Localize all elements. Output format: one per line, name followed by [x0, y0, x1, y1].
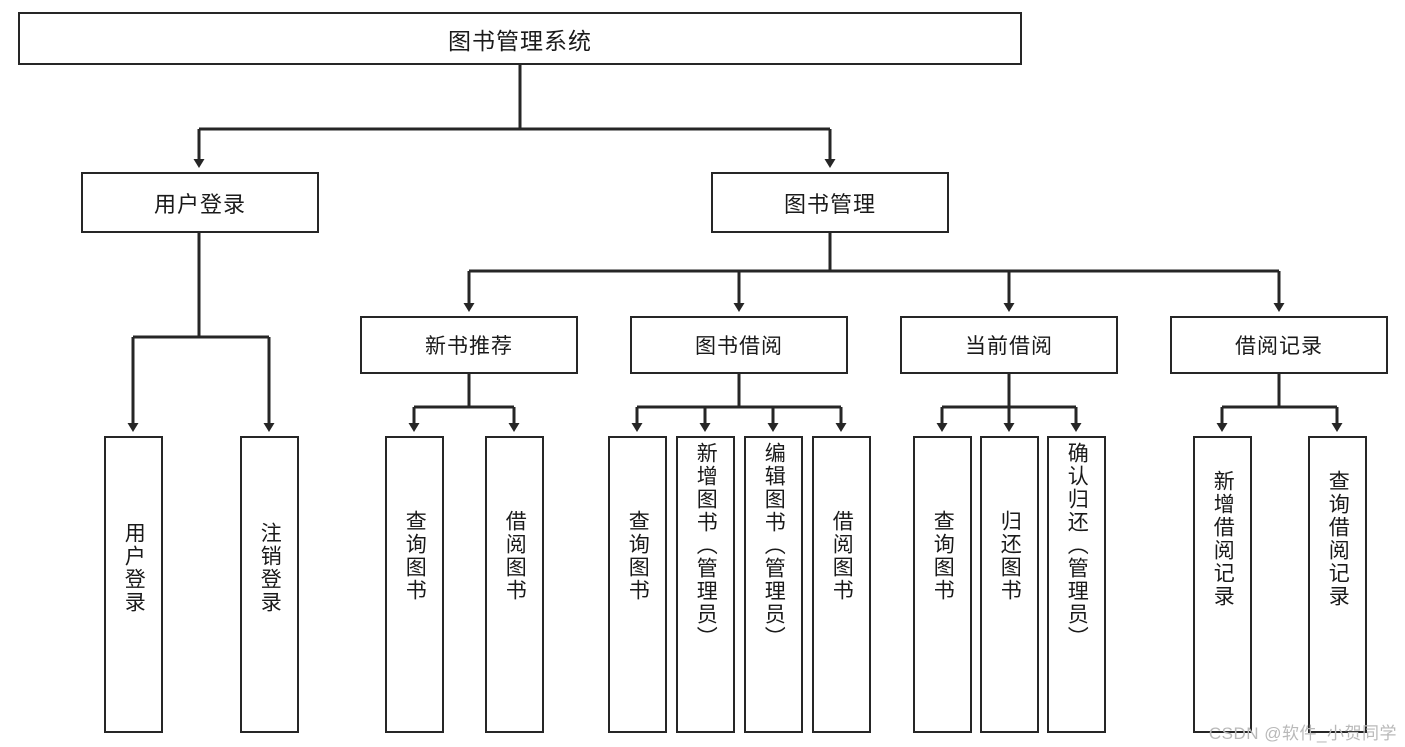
leaf-query-book-recommend[interactable]: 查询图书 — [385, 436, 444, 733]
leaf-logout[interactable]: 注销登录 — [240, 436, 299, 733]
leaf-return-book[interactable]: 归还图书 — [980, 436, 1039, 733]
leaf-logout-label: 注销登录 — [258, 522, 282, 614]
leaf-edit-book-admin[interactable]: 编辑图书（管理员） — [744, 436, 803, 733]
leaf-user-login[interactable]: 用户登录 — [104, 436, 163, 733]
node-new-book-recommend-label: 新书推荐 — [425, 335, 513, 358]
leaf-user-login-label: 用户登录 — [122, 522, 146, 614]
leaf-borrow-book[interactable]: 借阅图书 — [812, 436, 871, 733]
leaf-borrow-book-label: 借阅图书 — [830, 510, 854, 602]
leaf-add-book-admin-label: 新增图书（管理员） — [694, 442, 718, 649]
leaf-edit-book-admin-label: 编辑图书（管理员） — [762, 442, 786, 649]
leaf-borrow-book-recommend[interactable]: 借阅图书 — [485, 436, 544, 733]
leaf-add-book-admin[interactable]: 新增图书（管理员） — [676, 436, 735, 733]
leaf-borrow-book-recommend-label: 借阅图书 — [503, 510, 527, 602]
node-root-system[interactable]: 图书管理系统 — [18, 12, 1022, 65]
leaf-query-borrow-record[interactable]: 查询借阅记录 — [1308, 436, 1367, 733]
leaf-return-book-label: 归还图书 — [998, 510, 1022, 602]
leaf-confirm-return-admin-label: 确认归还（管理员） — [1065, 442, 1089, 649]
node-book-borrow[interactable]: 图书借阅 — [630, 316, 848, 374]
node-user-login-label: 用户登录 — [153, 191, 246, 217]
node-borrow-record-label: 借阅记录 — [1235, 335, 1323, 358]
node-current-borrow-label: 当前借阅 — [965, 335, 1053, 358]
csdn-watermark: CSDN @软件_小贺同学 — [1208, 724, 1397, 743]
leaf-query-book-current[interactable]: 查询图书 — [913, 436, 972, 733]
leaf-query-book-borrow-label: 查询图书 — [626, 510, 650, 602]
node-book-management-label: 图书管理 — [783, 191, 876, 217]
leaf-add-borrow-record[interactable]: 新增借阅记录 — [1193, 436, 1252, 733]
node-current-borrow[interactable]: 当前借阅 — [900, 316, 1118, 374]
leaf-add-borrow-record-label: 新增借阅记录 — [1211, 470, 1235, 608]
leaf-query-book-recommend-label: 查询图书 — [403, 510, 427, 602]
node-user-login[interactable]: 用户登录 — [81, 172, 319, 233]
node-book-management[interactable]: 图书管理 — [711, 172, 949, 233]
node-book-borrow-label: 图书借阅 — [695, 335, 783, 358]
leaf-query-book-current-label: 查询图书 — [931, 510, 955, 602]
leaf-query-borrow-record-label: 查询借阅记录 — [1326, 470, 1350, 608]
leaf-confirm-return-admin[interactable]: 确认归还（管理员） — [1047, 436, 1106, 733]
node-borrow-record[interactable]: 借阅记录 — [1170, 316, 1388, 374]
node-new-book-recommend[interactable]: 新书推荐 — [360, 316, 578, 374]
leaf-query-book-borrow[interactable]: 查询图书 — [608, 436, 667, 733]
node-root-label: 图书管理系统 — [448, 27, 592, 54]
